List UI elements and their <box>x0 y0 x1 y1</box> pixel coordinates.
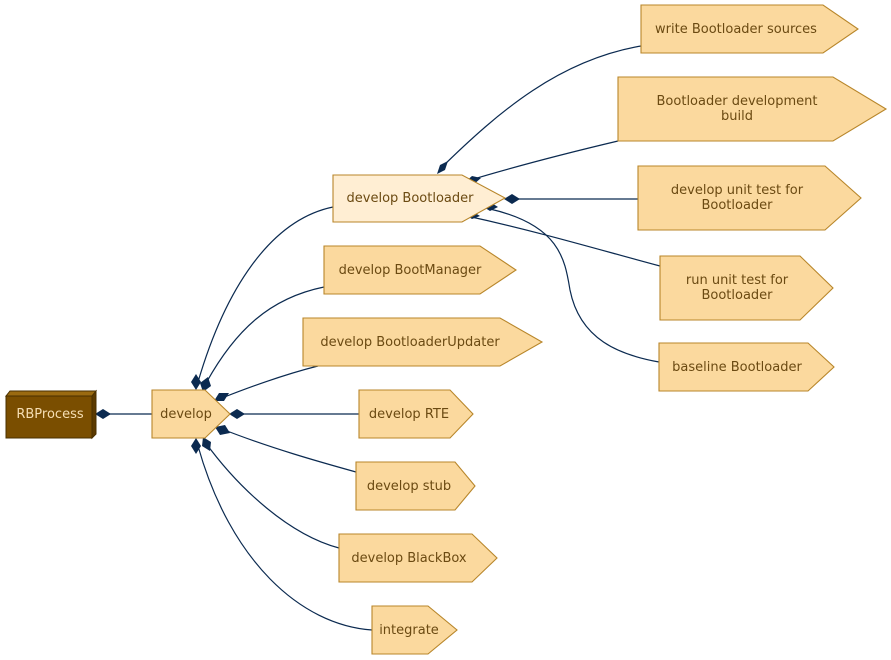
node-write-bootloader-sources[interactable]: write Bootloader sources <box>640 4 859 54</box>
edge-bootloader-build <box>466 140 619 182</box>
node-develop-rte[interactable]: develop RTE <box>358 389 474 439</box>
node-develop-stub-shape <box>355 461 476 511</box>
node-run-unit-test-shape <box>659 255 834 321</box>
root-node-side <box>91 389 97 440</box>
node-develop-unit-test[interactable]: develop unit test for Bootloader <box>637 165 862 231</box>
node-develop-label: develop <box>160 407 212 422</box>
diamond-icon <box>229 409 245 419</box>
diamond-icon <box>214 393 229 401</box>
node-develop-bootloader-label: develop Bootloader <box>347 191 475 206</box>
node-develop-bootloaderupdater-shape <box>302 317 544 367</box>
root-node-top <box>4 390 98 397</box>
diamond-icon <box>437 161 448 174</box>
node-bootloader-development-build-label-line1: Bootloader development <box>657 94 818 109</box>
node-develop-unit-test-label-line1: develop unit test for <box>671 183 804 198</box>
edge-develop-bootloader <box>197 206 334 383</box>
node-integrate-label: integrate <box>379 623 439 638</box>
diamond-icon <box>202 437 211 451</box>
node-run-unit-test-label-line1: run unit test for <box>686 273 789 288</box>
diamond-icon <box>504 194 520 204</box>
diamond-icon <box>95 409 111 419</box>
node-develop-unit-test-label-line2: Bootloader <box>701 198 773 213</box>
root-node-box <box>5 395 93 439</box>
node-write-bootloader-sources-label: write Bootloader sources <box>655 22 817 37</box>
node-develop-bootmanager-shape <box>323 245 517 295</box>
diamond-icon <box>191 438 201 454</box>
node-develop-bootloaderupdater[interactable]: develop BootloaderUpdater <box>302 317 544 367</box>
diamond-icon <box>200 377 211 392</box>
node-develop-shape <box>151 389 231 439</box>
node-run-unit-test-label-line2: Bootloader <box>701 288 773 303</box>
node-develop-bootloader[interactable]: develop Bootloader <box>332 174 507 223</box>
node-run-unit-test[interactable]: run unit test for Bootloader <box>659 255 834 321</box>
node-baseline-bootloader-label: baseline Bootloader <box>672 360 802 375</box>
node-bootloader-development-build[interactable]: Bootloader development build <box>617 76 888 142</box>
node-develop-bootmanager-label: develop BootManager <box>339 263 482 278</box>
node-develop[interactable]: develop <box>151 389 231 439</box>
diamond-icon <box>191 374 201 390</box>
node-baseline-bootloader-shape <box>658 342 835 392</box>
node-bootloader-development-build-shape <box>617 76 888 142</box>
root-node-rbprocess[interactable]: RBProcess <box>4 389 98 440</box>
edge-develop-bootloaderupdater <box>221 365 319 399</box>
edges <box>96 45 661 631</box>
node-develop-unit-test-shape <box>637 165 862 231</box>
node-develop-stub[interactable]: develop stub <box>355 461 476 511</box>
edge-bootloader-runtest <box>466 215 661 267</box>
diamond-icon <box>215 425 230 435</box>
node-develop-rte-shape <box>358 389 474 439</box>
node-integrate-shape <box>371 605 458 655</box>
node-develop-blackbox-label: develop BlackBox <box>351 551 467 566</box>
node-develop-rte-label: develop RTE <box>369 407 449 422</box>
node-develop-bootmanager[interactable]: develop BootManager <box>323 245 517 295</box>
edge-bootloader-write <box>439 45 642 170</box>
node-baseline-bootloader[interactable]: baseline Bootloader <box>658 342 835 392</box>
node-write-bootloader-sources-shape <box>640 4 859 54</box>
node-develop-blackbox[interactable]: develop BlackBox <box>338 533 498 583</box>
node-integrate[interactable]: integrate <box>371 605 458 655</box>
node-develop-bootloaderupdater-label: develop BootloaderUpdater <box>320 335 500 350</box>
node-bootloader-development-build-label-line2: build <box>721 109 753 124</box>
edge-develop-integrate <box>197 445 373 631</box>
node-develop-bootloader-shape <box>332 174 507 223</box>
node-develop-stub-label: develop stub <box>367 479 451 494</box>
node-develop-blackbox-shape <box>338 533 498 583</box>
edge-develop-blackbox <box>204 441 340 549</box>
edge-bootloader-baseline <box>489 208 660 363</box>
edge-develop-bootmanager <box>204 286 325 386</box>
edge-develop-stub <box>221 428 357 473</box>
root-node-label: RBProcess <box>16 407 83 422</box>
